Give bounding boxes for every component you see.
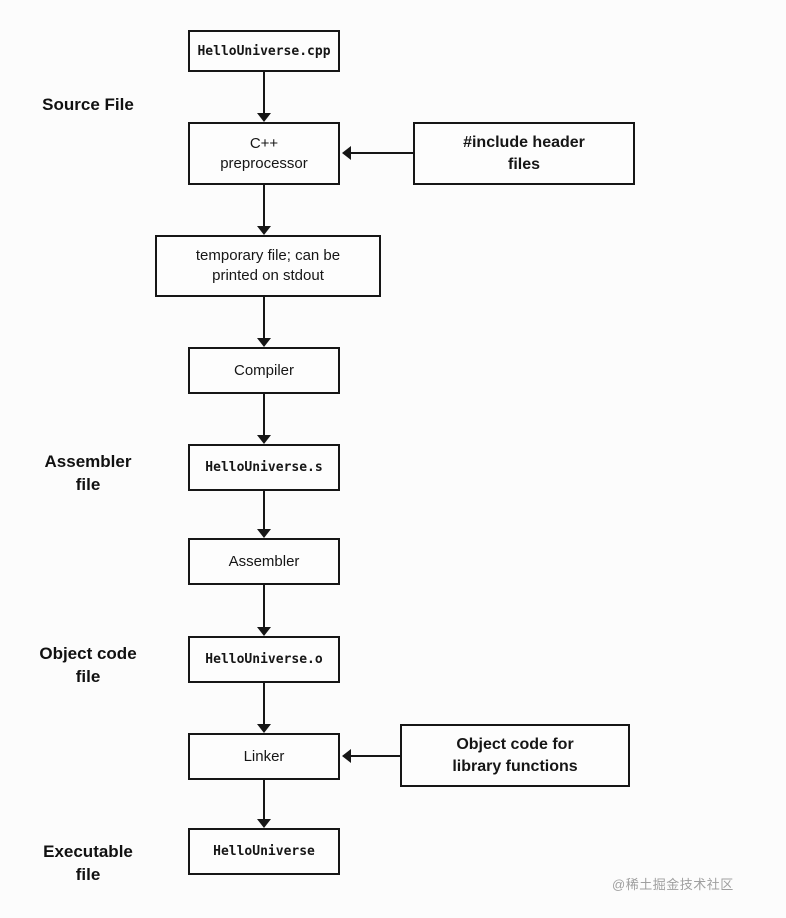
watermark-text: @稀土掘金技术社区 xyxy=(612,877,734,892)
arrow-object-file-to-linker xyxy=(257,683,271,733)
node-linker: Linker xyxy=(188,733,340,780)
arrow-library-objects-to-linker xyxy=(342,749,400,763)
arrow-stem xyxy=(263,185,265,227)
side-label-object-code-file: Object code file xyxy=(39,644,137,686)
arrow-stem xyxy=(263,780,265,820)
node-library-objects: Object code for library functions xyxy=(400,724,630,787)
side-label-executable-file: Executable file xyxy=(43,842,133,884)
node-preprocessor: C++ preprocessor xyxy=(188,122,340,185)
side-label-source-file: Source File xyxy=(42,95,134,114)
arrow-tempfile-to-compiler xyxy=(257,297,271,347)
arrow-source-to-preprocessor xyxy=(257,72,271,122)
arrow-stem xyxy=(350,755,400,757)
arrow-compiler-to-assembler-source xyxy=(257,394,271,444)
arrow-head xyxy=(257,627,271,636)
arrow-head xyxy=(257,113,271,122)
arrow-stem xyxy=(350,152,413,154)
arrow-preprocessor-to-tempfile xyxy=(257,185,271,235)
side-label-assembler-file: Assembler file xyxy=(44,452,132,494)
node-compiler: Compiler xyxy=(188,347,340,394)
node-object-file: HelloUniverse.o xyxy=(188,636,340,683)
arrow-stem xyxy=(263,683,265,725)
arrow-stem xyxy=(263,394,265,436)
arrow-include-headers-to-preprocessor xyxy=(342,146,413,160)
arrow-assembler-to-object-file xyxy=(257,585,271,636)
arrow-stem xyxy=(263,585,265,628)
node-assembler: Assembler xyxy=(188,538,340,585)
node-assembler-source: HelloUniverse.s xyxy=(188,444,340,491)
arrow-head xyxy=(342,749,351,763)
arrow-head xyxy=(257,724,271,733)
node-temp-file: temporary file; can be printed on stdout xyxy=(155,235,381,297)
arrow-stem xyxy=(263,491,265,530)
arrow-head xyxy=(257,338,271,347)
arrow-linker-to-executable xyxy=(257,780,271,828)
arrow-head xyxy=(342,146,351,160)
node-executable: HelloUniverse xyxy=(188,828,340,875)
arrow-head xyxy=(257,819,271,828)
node-include-headers: #include header files xyxy=(413,122,635,185)
arrow-head xyxy=(257,435,271,444)
arrow-stem xyxy=(263,72,265,114)
arrow-stem xyxy=(263,297,265,339)
arrow-head xyxy=(257,529,271,538)
arrow-head xyxy=(257,226,271,235)
arrow-assembler-source-to-assembler xyxy=(257,491,271,538)
node-source-cpp: HelloUniverse.cpp xyxy=(188,30,340,72)
